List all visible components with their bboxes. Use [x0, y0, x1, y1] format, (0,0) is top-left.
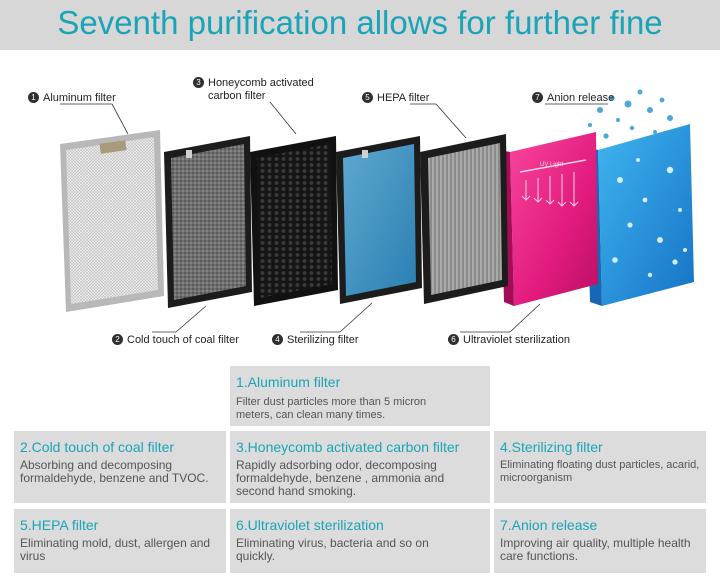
callout-hepa: 5 HEPA filter [362, 92, 429, 105]
card-body: Eliminating virus, bacteria and so on qu… [236, 536, 429, 563]
callout-label: Ultraviolet sterilization [463, 334, 570, 346]
callout-uv: 6 Ultraviolet sterilization [448, 334, 570, 347]
callout-number: 2 [112, 334, 123, 345]
title-bar [0, 0, 720, 50]
card-title: 2.Cold touch of coal filter [20, 439, 175, 455]
card-hepa-filter: 5.HEPA filter Eliminating mold, dust, al… [14, 509, 226, 573]
card-title: 1.Aluminum filter [236, 374, 341, 390]
uv-panel [500, 132, 598, 306]
callout-number: 5 [362, 92, 373, 103]
anion-bubbles [588, 89, 673, 139]
callout-label: Aluminum filter [43, 92, 116, 104]
page-title: Seventh purification allows for further … [57, 4, 663, 41]
card-cold-coal-filter: 2.Cold touch of coal filter Absorbing an… [14, 431, 226, 503]
card-aluminum-filter: 1.Aluminum filter Filter dust particles … [230, 366, 490, 426]
honeycomb-carbon-panel [250, 136, 338, 306]
sterilizing-filter-panel [336, 136, 422, 304]
callout-honeycomb: 3 Honeycomb activated carbon filter [193, 77, 314, 103]
callout-number: 1 [28, 92, 39, 103]
card-title: 7.Anion release [500, 517, 598, 533]
card-title: 3.Honeycomb activated carbon filter [236, 439, 460, 455]
callout-label: Honeycomb activated [208, 77, 314, 89]
callout-number: 3 [193, 77, 204, 88]
callout-number: 4 [272, 334, 283, 345]
aluminum-filter-panel [60, 130, 164, 312]
callout-aluminum: 1 Aluminum filter [28, 92, 116, 105]
card-anion-release: 7.Anion release Improving air quality, m… [494, 509, 706, 573]
callout-number: 6 [448, 334, 459, 345]
callout-label: Cold touch of coal filter [127, 334, 239, 346]
card-body: Absorbing and decomposing formaldehyde, … [20, 458, 209, 485]
callout-label: Sterilizing filter [287, 334, 359, 346]
card-body: Improving air quality, multiple health c… [500, 536, 691, 563]
card-body: Eliminating floating dust particles, aca… [500, 459, 700, 484]
card-body: Eliminating mold, dust, allergen and vir… [20, 536, 211, 563]
card-honeycomb-filter: 3.Honeycomb activated carbon filter Rapi… [230, 431, 490, 503]
cold-coal-panel [164, 136, 252, 308]
callout-label: HEPA filter [377, 92, 430, 104]
callout-label: Anion release [547, 92, 615, 104]
uv-light-label: UV Light [540, 162, 563, 168]
card-title: 4.Sterilizing filter [500, 439, 603, 455]
hepa-filter-panel [420, 134, 508, 304]
callout-cold-coal: 2 Cold touch of coal filter [112, 334, 239, 347]
card-title: 5.HEPA filter [20, 517, 99, 533]
anion-panel [586, 124, 694, 306]
callout-anion: 7 Anion release [532, 92, 614, 105]
callout-number: 7 [532, 92, 543, 103]
card-body: Filter dust particles more than 5 micron… [236, 396, 427, 421]
callout-sterilizing: 4 Sterilizing filter [272, 334, 359, 347]
card-uv-sterilization: 6.Ultraviolet sterilization Eliminating … [230, 509, 490, 573]
card-title: 6.Ultraviolet sterilization [236, 517, 384, 533]
card-body: Rapidly adsorbing odor, decomposing form… [236, 458, 445, 498]
filter-diagram: UV Light [60, 89, 694, 333]
card-sterilizing-filter: 4.Sterilizing filter Eliminating floatin… [494, 431, 706, 503]
callout-label-line2: carbon filter [208, 90, 266, 102]
